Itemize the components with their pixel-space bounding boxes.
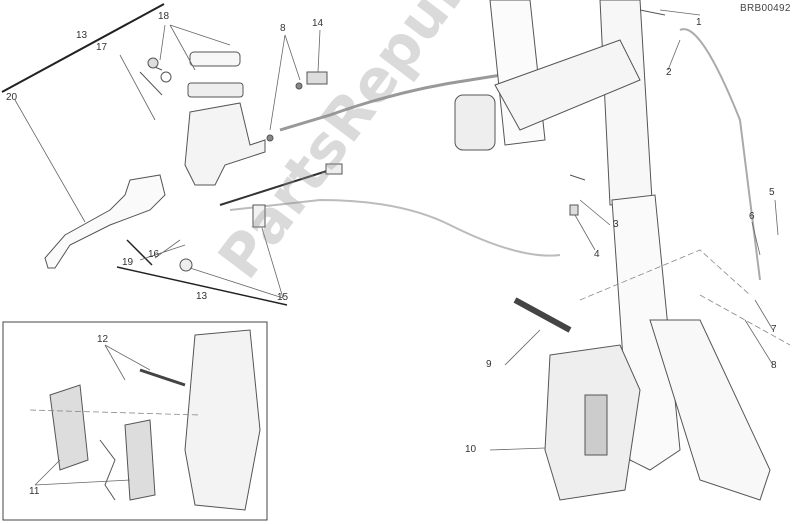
callout-17[interactable]: 17 (96, 42, 108, 53)
callout-11[interactable]: 11 (29, 486, 40, 497)
master-cylinder (184, 102, 266, 186)
callout-20[interactable]: 20 (6, 92, 18, 103)
callout-16[interactable]: 16 (148, 249, 160, 260)
switch-rod (219, 169, 331, 206)
caliper-bracket (649, 319, 771, 501)
bracket-13-top (1, 3, 165, 93)
bracket-13-bottom (116, 239, 288, 306)
bushing (252, 204, 266, 228)
callout-12[interactable]: 12 (97, 334, 109, 345)
callout-10[interactable]: 10 (465, 444, 477, 455)
callout-14[interactable]: 14 (312, 18, 324, 29)
pad-pin (139, 368, 186, 387)
callout-4[interactable]: 4 (594, 249, 600, 260)
callout-19[interactable]: 19 (122, 257, 134, 268)
hose-clamp (569, 9, 666, 181)
banjo-bolt (306, 71, 328, 85)
inset-box (2, 321, 268, 521)
steering-stem (454, 94, 496, 151)
callout-13-top[interactable]: 13 (76, 30, 88, 41)
brake-hose (279, 70, 521, 132)
callout-13-bottom[interactable]: 13 (196, 291, 208, 302)
triple-clamp (494, 39, 641, 131)
brake-pad-1 (49, 384, 89, 471)
reservoir-cap (189, 51, 241, 67)
fork-tube (599, 0, 653, 206)
callout-2[interactable]: 2 (666, 67, 672, 78)
inset-caliper (184, 329, 261, 511)
brake-hose-lower (229, 198, 561, 257)
leader-lines (14, 24, 321, 299)
caliper-bolt (513, 297, 572, 333)
guide-lines (579, 249, 791, 346)
callout-9[interactable]: 9 (486, 359, 492, 370)
pad-spring (99, 439, 116, 501)
plug (147, 57, 159, 69)
callout-1[interactable]: 1 (696, 17, 702, 28)
callout-8-top[interactable]: 8 (280, 23, 286, 34)
callout-6[interactable]: 6 (749, 211, 755, 222)
callout-5[interactable]: 5 (769, 187, 775, 198)
callout-3[interactable]: 3 (613, 219, 619, 230)
right-hose (679, 28, 761, 281)
seal-ring (160, 71, 172, 83)
callout-15[interactable]: 15 (277, 292, 289, 303)
diagram-code: BRB00492 (740, 3, 791, 14)
nut (179, 258, 193, 272)
callout-18[interactable]: 18 (158, 11, 170, 22)
callout-8-right[interactable]: 8 (771, 360, 777, 371)
reservoir-cover (187, 82, 244, 98)
brake-pad-2 (124, 419, 156, 501)
callout-7[interactable]: 7 (771, 324, 777, 335)
brake-lever (44, 174, 166, 269)
